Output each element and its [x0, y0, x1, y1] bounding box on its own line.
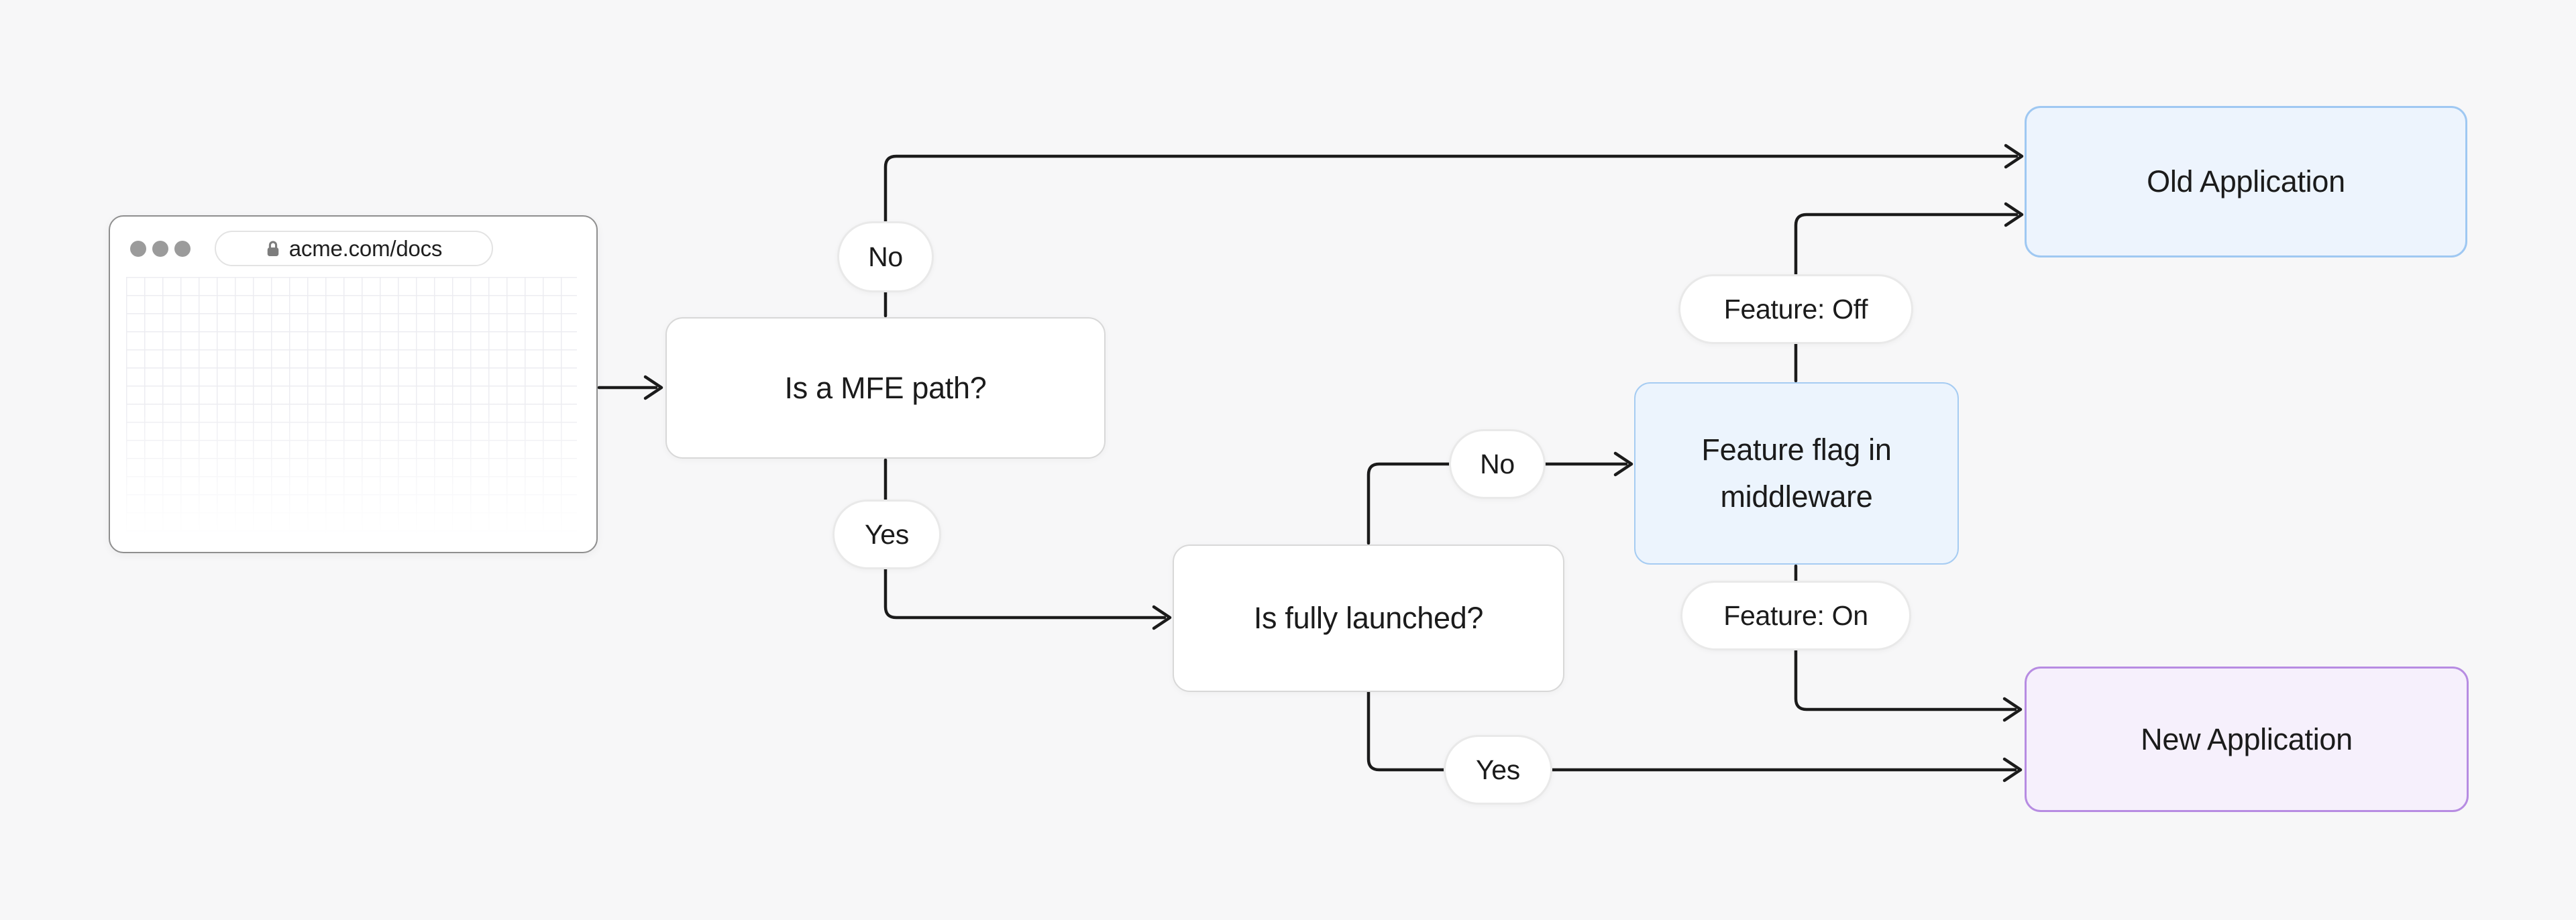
arrowhead-icon: [2002, 757, 2023, 783]
edge-browser-to-mfe: [597, 375, 663, 400]
node-label: Is fully launched?: [1253, 601, 1484, 636]
edge-feature-to-old: [1794, 202, 2024, 383]
edge-launched-to-feature: [1366, 451, 1633, 545]
edge-label-yes-2: Yes: [1444, 735, 1552, 805]
browser-grid: [126, 277, 577, 549]
edge-line: [1366, 689, 2017, 772]
edge-line: [883, 154, 2019, 318]
edge-feature-to-new: [1794, 564, 2023, 722]
arrowhead-icon: [643, 375, 663, 400]
arrowhead-icon: [2004, 202, 2024, 227]
edge-mfe-to-launched: [883, 458, 1172, 630]
arrowhead-icon: [1613, 451, 1633, 477]
traffic-light-dot: [174, 241, 191, 257]
node-is-fully-launched: Is fully launched?: [1173, 544, 1564, 692]
node-label: New Application: [2141, 722, 2353, 756]
edge-line: [883, 458, 1167, 620]
edge-label-yes-1: Yes: [833, 500, 941, 569]
node-old-application: Old Application: [2025, 106, 2467, 257]
node-label: Old Application: [2147, 164, 2345, 199]
traffic-lights: [130, 241, 191, 257]
node-label: Is a MFE path?: [784, 370, 987, 405]
arrowhead-icon: [2002, 697, 2023, 722]
edge-line: [1794, 564, 2017, 711]
edge-line: [1366, 462, 1628, 545]
edge-mfe-to-old: [883, 143, 2024, 318]
edge-label-no-1: No: [837, 221, 934, 292]
node-is-mfe-path: Is a MFE path?: [665, 317, 1106, 459]
lock-icon: [267, 240, 278, 256]
edge-label-no-2: No: [1449, 429, 1546, 499]
edge-label-feature-off: Feature: Off: [1678, 274, 1913, 344]
node-label: Feature flag in middleware: [1701, 433, 1892, 514]
node-new-application: New Application: [2025, 667, 2469, 812]
node-feature-flag-middleware: Feature flag in middleware: [1634, 382, 1959, 565]
url-text: acme.com/docs: [288, 235, 443, 261]
edge-label-feature-on: Feature: On: [1680, 581, 1911, 650]
url-bar: acme.com/docs: [215, 231, 493, 266]
browser-window: acme.com/docs: [109, 215, 598, 553]
traffic-light-dot: [152, 241, 168, 257]
traffic-light-dot: [130, 241, 146, 257]
arrowhead-icon: [2004, 143, 2024, 169]
edge-launched-to-new: [1366, 689, 2023, 783]
arrowhead-icon: [1152, 605, 1172, 630]
edge-line: [1794, 213, 2019, 383]
